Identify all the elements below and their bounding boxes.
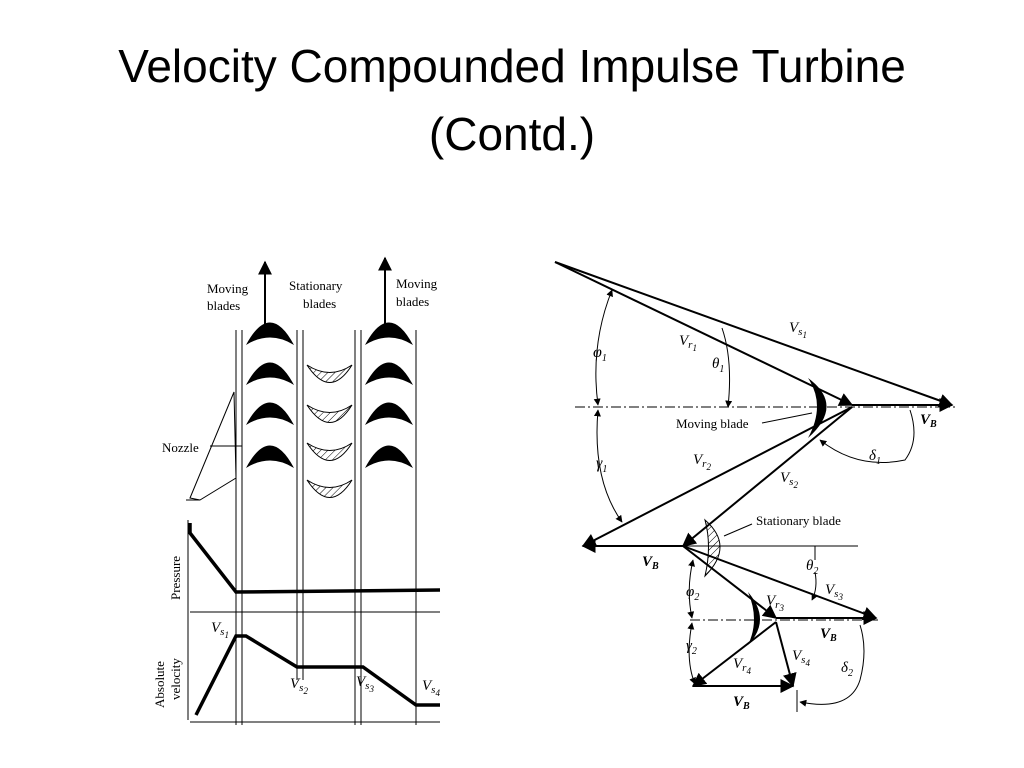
vector-vr4 bbox=[691, 621, 777, 687]
symbol-delta1: δ1 bbox=[869, 448, 881, 467]
absolute-velocity-curve bbox=[194, 634, 440, 716]
vector-vs1 bbox=[554, 261, 954, 408]
right-diagram: Moving blade Stationary blade φ1 θ1 γ1 δ… bbox=[554, 261, 955, 712]
arc-delta2 bbox=[799, 624, 865, 707]
arc-gamma2 bbox=[687, 622, 696, 685]
label-vr2: Vr2 bbox=[693, 452, 711, 472]
label-vr3: Vr3 bbox=[766, 593, 784, 613]
symbol-theta1: θ1 bbox=[712, 356, 724, 375]
axis-label-absolute-line1: Absolute bbox=[152, 661, 167, 708]
moving-blades-row-2 bbox=[365, 322, 413, 468]
moving-blade-shape bbox=[808, 378, 827, 438]
moving-blade-2-shape bbox=[748, 592, 760, 645]
vector-vr2 bbox=[581, 406, 853, 547]
arc-phi2 bbox=[687, 559, 695, 619]
pressure-curve bbox=[188, 523, 441, 594]
slide-title-line-1: Velocity Compounded Impulse Turbine bbox=[118, 40, 906, 92]
label-moving-blades-2-line1: Moving bbox=[396, 276, 438, 291]
axis-label-pressure: Pressure bbox=[168, 556, 183, 600]
label-vs2: Vs2 bbox=[780, 470, 798, 490]
symbol-gamma1: γ1 bbox=[596, 455, 607, 475]
vector-vs3 bbox=[682, 545, 878, 621]
label-vb1: VB bbox=[920, 412, 937, 430]
label-vs3: Vs3 bbox=[825, 582, 843, 602]
label-vr1: Vr1 bbox=[679, 333, 697, 353]
moving-blades-row-1 bbox=[246, 322, 294, 468]
label-vb3: VB bbox=[820, 626, 837, 644]
label-vs3-curve: Vs3 bbox=[356, 674, 374, 694]
stationary-blade-shape bbox=[704, 518, 721, 578]
leader-moving-blade bbox=[761, 412, 813, 424]
label-nozzle: Nozzle bbox=[162, 440, 199, 455]
symbol-delta2: δ2 bbox=[841, 660, 853, 679]
label-stationary-blade: Stationary blade bbox=[756, 513, 841, 528]
arc-gamma1 bbox=[593, 409, 623, 523]
vector-vr3 bbox=[682, 545, 778, 619]
label-moving-blades-1-line2: blades bbox=[207, 298, 240, 313]
label-stationary-blades-line1: Stationary bbox=[289, 278, 343, 293]
label-vs2-curve: Vs2 bbox=[290, 676, 308, 696]
label-vs1: Vs1 bbox=[789, 320, 807, 340]
label-moving-blade: Moving blade bbox=[676, 416, 749, 431]
symbol-phi2: φ2 bbox=[686, 584, 699, 603]
label-vb4: VB bbox=[733, 694, 750, 712]
label-vr4: Vr4 bbox=[733, 656, 751, 676]
left-diagram: Moving blades Stationary blades Moving b… bbox=[152, 256, 441, 725]
arc-delta1 bbox=[819, 409, 915, 463]
label-stationary-blades-line2: blades bbox=[303, 296, 336, 311]
vector-vs2 bbox=[681, 406, 853, 547]
axis-label-velocity-line2: velocity bbox=[168, 658, 183, 700]
label-vs4-curve: Vs4 bbox=[422, 678, 440, 698]
arc-theta1 bbox=[721, 327, 733, 408]
label-vs1-curve: Vs1 bbox=[211, 620, 229, 640]
symbol-gamma2: γ2 bbox=[686, 638, 697, 657]
label-moving-blades-2-line2: blades bbox=[396, 294, 429, 309]
arc-phi1 bbox=[593, 289, 613, 406]
symbol-phi1: φ1 bbox=[593, 344, 607, 364]
leader-stationary-blade bbox=[723, 523, 753, 537]
vector-vr1 bbox=[554, 261, 854, 406]
label-moving-blades-1-line1: Moving bbox=[207, 281, 249, 296]
vector-vs4 bbox=[775, 621, 797, 688]
stationary-blades-row bbox=[306, 364, 353, 498]
nozzle-shape bbox=[186, 391, 242, 501]
arc-theta2 bbox=[811, 571, 818, 601]
label-vs4: Vs4 bbox=[792, 648, 810, 668]
blade-channel-lines bbox=[187, 330, 440, 725]
symbol-theta2: θ2 bbox=[806, 558, 818, 577]
slide-title-line-2: (Contd.) bbox=[428, 108, 596, 160]
label-vb2: VB bbox=[642, 554, 659, 572]
